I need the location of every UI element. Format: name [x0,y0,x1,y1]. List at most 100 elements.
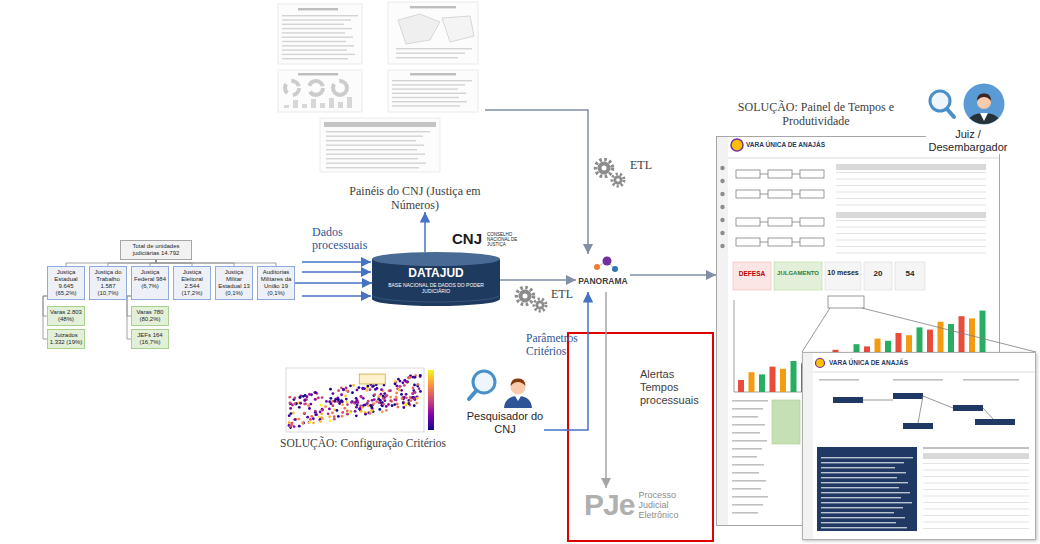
tree-link [863,396,993,423]
highlight-box [568,333,713,541]
data-point [329,388,332,391]
table-row [836,227,986,228]
data-point [374,388,377,391]
node-title: VARA ÚNICA DE ANAJÁS [829,359,908,366]
data-point [293,418,296,421]
node-title: Varas 2.803 (48%) [49,309,83,323]
data-point [371,399,374,402]
data-point [337,389,340,392]
data-point [400,389,403,392]
node-title: Pesquisador do CNJ [466,410,544,436]
panorama-logo-shape [576,254,630,292]
panel-line [821,482,908,483]
data-point [405,396,408,399]
data-point [313,391,316,394]
data-point [312,422,315,425]
gear-body [614,176,623,185]
data-point [378,408,381,411]
data-point [288,421,291,424]
flow-arrow [630,274,716,276]
logo-subtext: CONSELHO NACIONAL DE JUSTIÇA [487,232,521,247]
data-point [337,398,340,401]
table-row [836,240,986,241]
text-line [326,140,416,141]
bar [347,97,352,108]
tree-box [800,218,824,226]
table-row [836,198,986,199]
text-line [282,19,351,20]
data-point [407,402,410,405]
table-row [923,509,1029,510]
data-point [321,409,324,412]
subheader-line [819,379,859,381]
org-unit-box: Justiça do Trabalho 1.587 (10,7%) [89,266,127,300]
data-point [333,418,336,421]
chart-bar [738,380,744,392]
pie-chart [285,81,299,95]
data-point [418,387,421,390]
list-line [732,480,766,482]
gear-hole [538,303,542,307]
bar [329,98,334,108]
data-point [328,408,331,411]
data-point [373,393,376,396]
flow-arrow [544,292,588,430]
data-point [314,410,317,413]
data-point [314,391,317,394]
data-point [293,397,296,400]
table-row [923,463,1029,464]
tree-box [768,170,792,178]
data-point [299,402,302,405]
flow-arrow [500,279,576,281]
bar [311,99,316,108]
tree-box [833,397,863,403]
data-point [324,405,327,408]
status-text: JULGAMENTO [777,270,819,276]
data-point [393,403,396,406]
text-line [392,93,466,94]
bar [284,105,289,108]
table-row [836,179,986,180]
data-point [413,383,416,386]
bar [320,103,325,108]
data-point [406,381,409,384]
subheader-line [893,379,943,381]
data-point [345,398,348,401]
data-point [401,397,404,400]
data-point [337,415,340,418]
data-point [382,403,385,406]
panel-line [821,467,895,468]
gear-teeth [612,174,624,186]
data-point [298,396,301,399]
data-point [403,384,406,387]
dashboard-zoom-inset: VARA ÚNICA DE ANAJÁS [802,352,1036,540]
data-point [383,392,386,395]
list-line [732,432,760,434]
data-flow-lines [302,262,371,296]
text-line [392,97,459,98]
data-point [395,392,398,395]
data-point [298,425,301,428]
data-point [397,406,400,409]
list-line [732,440,767,442]
data-point [399,380,402,383]
bar [293,100,298,108]
text-line [282,28,352,29]
data-point [366,402,369,405]
text-line [282,54,355,55]
tree-box [736,190,760,198]
data-point [328,400,331,403]
data-point [380,388,383,391]
org-unit-box: Justiça Federal 984 (6,7%) [131,266,169,300]
data-point [308,421,311,424]
node-title: PJe [584,488,634,522]
tree-link [760,222,800,242]
data-point [370,410,373,413]
panorama-logo: PANORAMA [576,254,630,292]
data-point [381,410,384,413]
database-cylinder-top [372,252,500,266]
magnifier-handle [469,391,476,399]
chart-bar [770,367,776,392]
org-unit-box: Justiça Estadual 9.645 (65,2%) [47,266,85,300]
data-point [321,408,324,411]
